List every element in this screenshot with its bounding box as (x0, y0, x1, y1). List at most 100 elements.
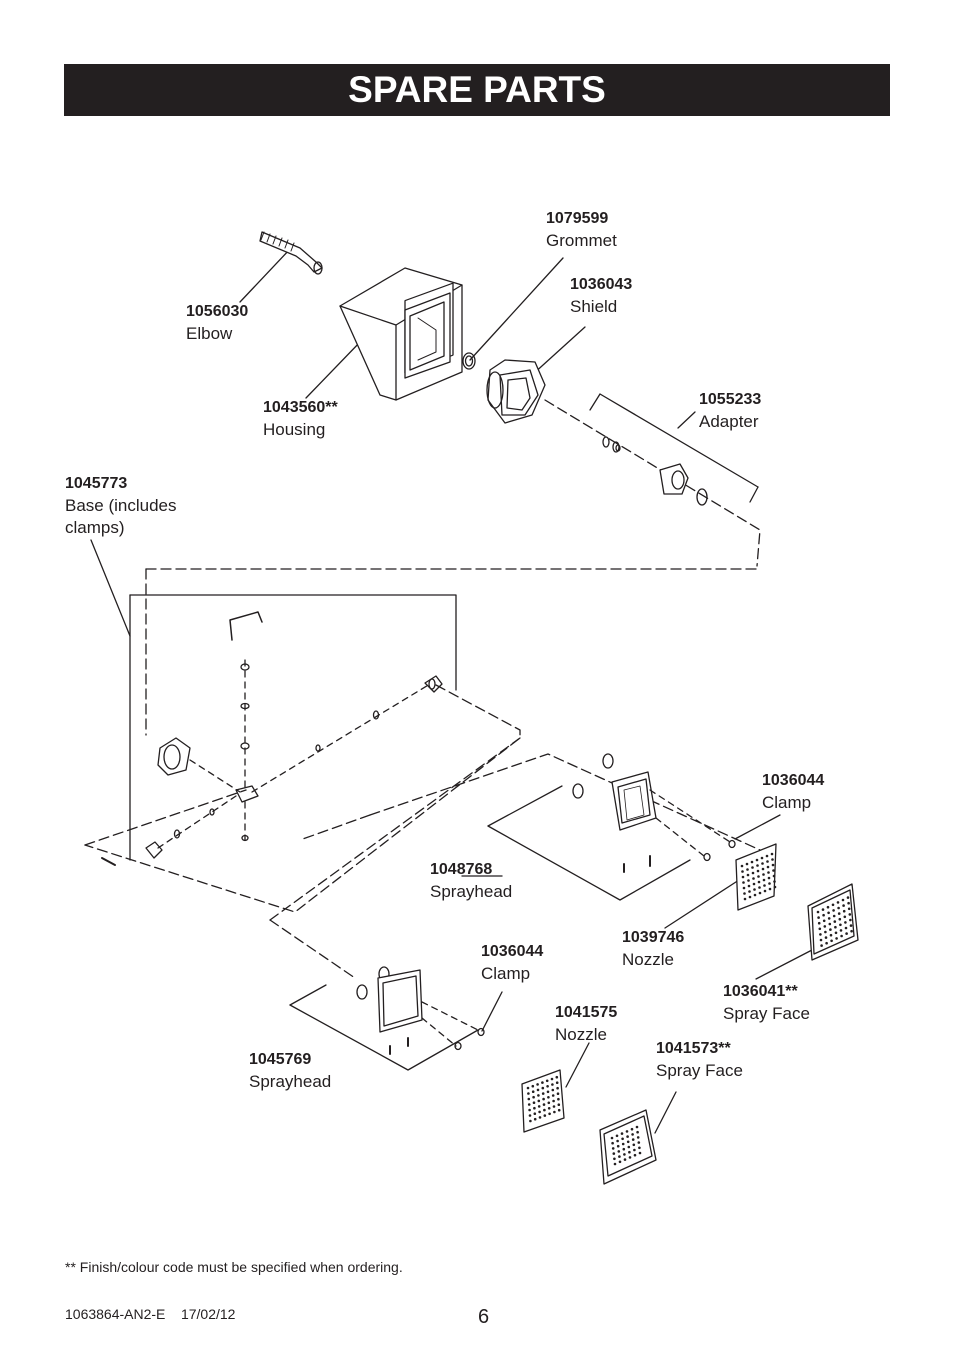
spray-hole (750, 860, 754, 864)
spray-hole (817, 916, 820, 919)
ordering-footnote: ** Finish/colour code must be specified … (65, 1259, 403, 1275)
spray-hole (819, 938, 823, 942)
spray-hole (741, 870, 744, 873)
spray-hole (830, 939, 833, 943)
spray-hole (626, 1140, 630, 1144)
spray-hole (817, 921, 821, 925)
spray-hole (633, 1148, 636, 1152)
part-name-nozzle-lower: Nozzle (555, 1025, 607, 1044)
spray-hole (533, 1112, 537, 1115)
spray-hole (742, 886, 746, 890)
sprayface-upper-holes (816, 896, 853, 947)
label-nozzle-lower: 1041575 Nozzle (555, 1002, 617, 1046)
spray-hole (610, 1136, 614, 1140)
spray-hole (846, 896, 850, 899)
label-shield: 1036043 Shield (570, 274, 632, 318)
label-sprayhead-upper: 1048768 Sprayhead (430, 859, 512, 903)
spray-hole (611, 1141, 614, 1145)
spray-hole (834, 925, 837, 929)
spray-hole (746, 868, 749, 871)
spray-hole (537, 1105, 541, 1108)
spray-hole (551, 1083, 554, 1086)
spray-hole (546, 1090, 550, 1094)
spray-hole (527, 1097, 531, 1101)
spray-hole (828, 922, 832, 926)
spray-hole (635, 1125, 639, 1129)
grommet-part (462, 352, 476, 370)
spray-hole (536, 1088, 540, 1092)
spray-hole (773, 885, 777, 889)
spray-hole (834, 931, 838, 935)
spray-hole (831, 903, 835, 907)
spray-hole (626, 1135, 629, 1138)
page-title: SPARE PARTS (348, 69, 606, 110)
spray-hole (538, 1110, 541, 1114)
part-name-sprayface-lower: Spray Face (656, 1061, 743, 1080)
spray-hole (636, 1136, 640, 1139)
spray-hole (526, 1086, 530, 1090)
label-nozzle-upper: 1039746 Nozzle (622, 927, 684, 971)
spray-hole (843, 915, 847, 919)
spray-hole (847, 901, 850, 905)
spray-hole (758, 886, 761, 889)
spray-hole (756, 864, 759, 867)
part-number-sprayhead-upper: 1048768 (430, 861, 493, 878)
spray-hole (844, 921, 847, 924)
part-name-grommet: Grommet (546, 231, 617, 250)
spray-hole (755, 858, 759, 862)
spray-hole (748, 895, 752, 899)
spray-hole (618, 1160, 622, 1164)
spray-hole (542, 1097, 545, 1101)
spray-hole (841, 898, 845, 902)
spray-hole (757, 880, 761, 884)
part-name-sprayhead-lower: Sprayhead (249, 1072, 332, 1091)
spray-hole (752, 882, 756, 886)
spray-hole (826, 905, 830, 909)
spray-hole (532, 1101, 536, 1104)
label-elbow: 1056030 Elbow (186, 301, 248, 345)
spray-hole (816, 910, 820, 914)
spray-hole (547, 1107, 551, 1110)
spray-hole (531, 1090, 535, 1093)
spray-hole (832, 914, 836, 918)
label-grommet: 1079599 Grommet (546, 208, 617, 252)
page-title-bar: SPARE PARTS (64, 64, 890, 116)
spray-hole (842, 909, 846, 913)
nozzle-lower-holes (526, 1075, 561, 1123)
spray-hole (757, 875, 760, 878)
spray-hole (546, 1085, 549, 1088)
spray-hole (552, 1099, 555, 1103)
spray-hole (756, 869, 760, 873)
part-number-sprayface-upper: 1036041** (723, 983, 798, 1000)
spray-hole (842, 904, 845, 907)
spray-hole (745, 862, 749, 866)
part-number-sprayhead-lower: 1045769 (249, 1051, 312, 1068)
spray-hole (763, 884, 766, 887)
spray-hole (844, 926, 848, 930)
spray-hole (762, 873, 765, 876)
spray-hole (556, 1092, 560, 1095)
spray-hole (527, 1103, 531, 1106)
spray-hole (543, 1108, 546, 1112)
part-number-housing: 1043560** (263, 399, 338, 416)
spray-hole (748, 890, 751, 893)
spray-hole (615, 1134, 619, 1138)
label-sprayface-upper: 1036041** Spray Face (723, 981, 810, 1025)
spray-hole (827, 917, 831, 920)
spray-hole (547, 1096, 550, 1099)
part-name-housing: Housing (263, 420, 326, 439)
spray-hole (822, 913, 825, 917)
spray-hole (611, 1147, 615, 1150)
spray-hole (765, 854, 769, 858)
spray-hole (820, 944, 823, 947)
spray-hole (848, 913, 852, 916)
spray-hole (630, 1127, 634, 1131)
part-name-base-line1: Base (includes (65, 496, 177, 515)
spray-hole (621, 1137, 624, 1141)
spray-hole (742, 881, 745, 884)
spray-hole (833, 920, 837, 923)
spray-hole (631, 1138, 635, 1141)
spray-hole (753, 888, 756, 891)
spray-hole (839, 929, 843, 932)
housing-part (339, 267, 463, 401)
